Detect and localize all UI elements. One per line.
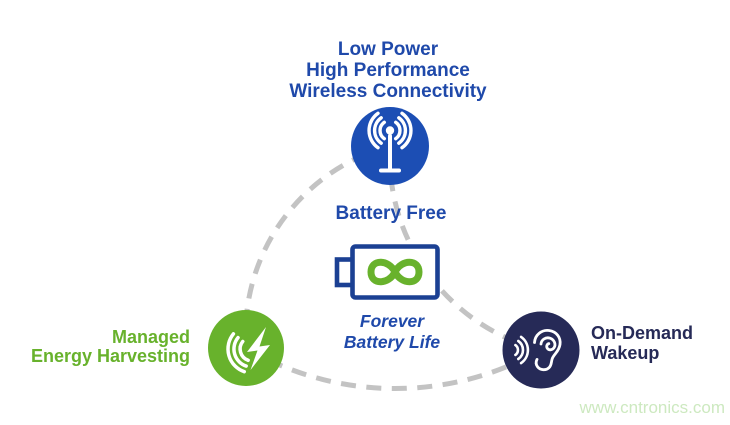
lightning-bolt xyxy=(247,327,270,370)
forever-line-2: Battery Life xyxy=(343,332,441,352)
watermark-url: www.cntronics.com xyxy=(579,398,725,417)
wakeup-node xyxy=(502,311,580,389)
energy-waves xyxy=(226,332,250,374)
energy-node-circle xyxy=(208,310,284,386)
wireless-antenna-icon xyxy=(367,111,413,173)
energy-bolt-icon xyxy=(226,327,270,374)
on-demand-wakeup-label: On-Demand Wakeup xyxy=(591,323,726,363)
ear-inner-curl xyxy=(539,336,557,352)
top-heading: Low Power High Performance Wireless Conn… xyxy=(233,39,543,102)
energy-node xyxy=(208,310,284,386)
infinity-symbol xyxy=(367,258,423,286)
wakeup-node-circle xyxy=(502,311,580,389)
managed-energy-harvesting-label: Managed Energy Harvesting xyxy=(16,328,190,366)
forever-line-1: Forever xyxy=(359,311,425,331)
heading-line-1: Low Power xyxy=(337,39,439,60)
infinity-battery-icon xyxy=(334,244,440,300)
ondemand-line-2: Wakeup xyxy=(591,342,660,363)
wireless-node xyxy=(351,107,429,185)
sound-waves xyxy=(514,335,530,365)
ondemand-line-1: On-Demand xyxy=(591,323,694,343)
ear-outline xyxy=(533,329,562,372)
dashed-arc-bottom xyxy=(244,345,543,392)
forever-battery-life-label: Forever Battery Life xyxy=(312,311,472,353)
listening-ear-icon xyxy=(514,329,562,372)
heading-line-2: High Performance xyxy=(306,60,470,81)
managed-line-1: Managed xyxy=(111,327,190,347)
battery-free-label: Battery Free xyxy=(335,203,447,224)
heading-line-3: Wireless Connectivity xyxy=(289,81,487,102)
managed-line-2: Energy Harvesting xyxy=(30,346,190,366)
